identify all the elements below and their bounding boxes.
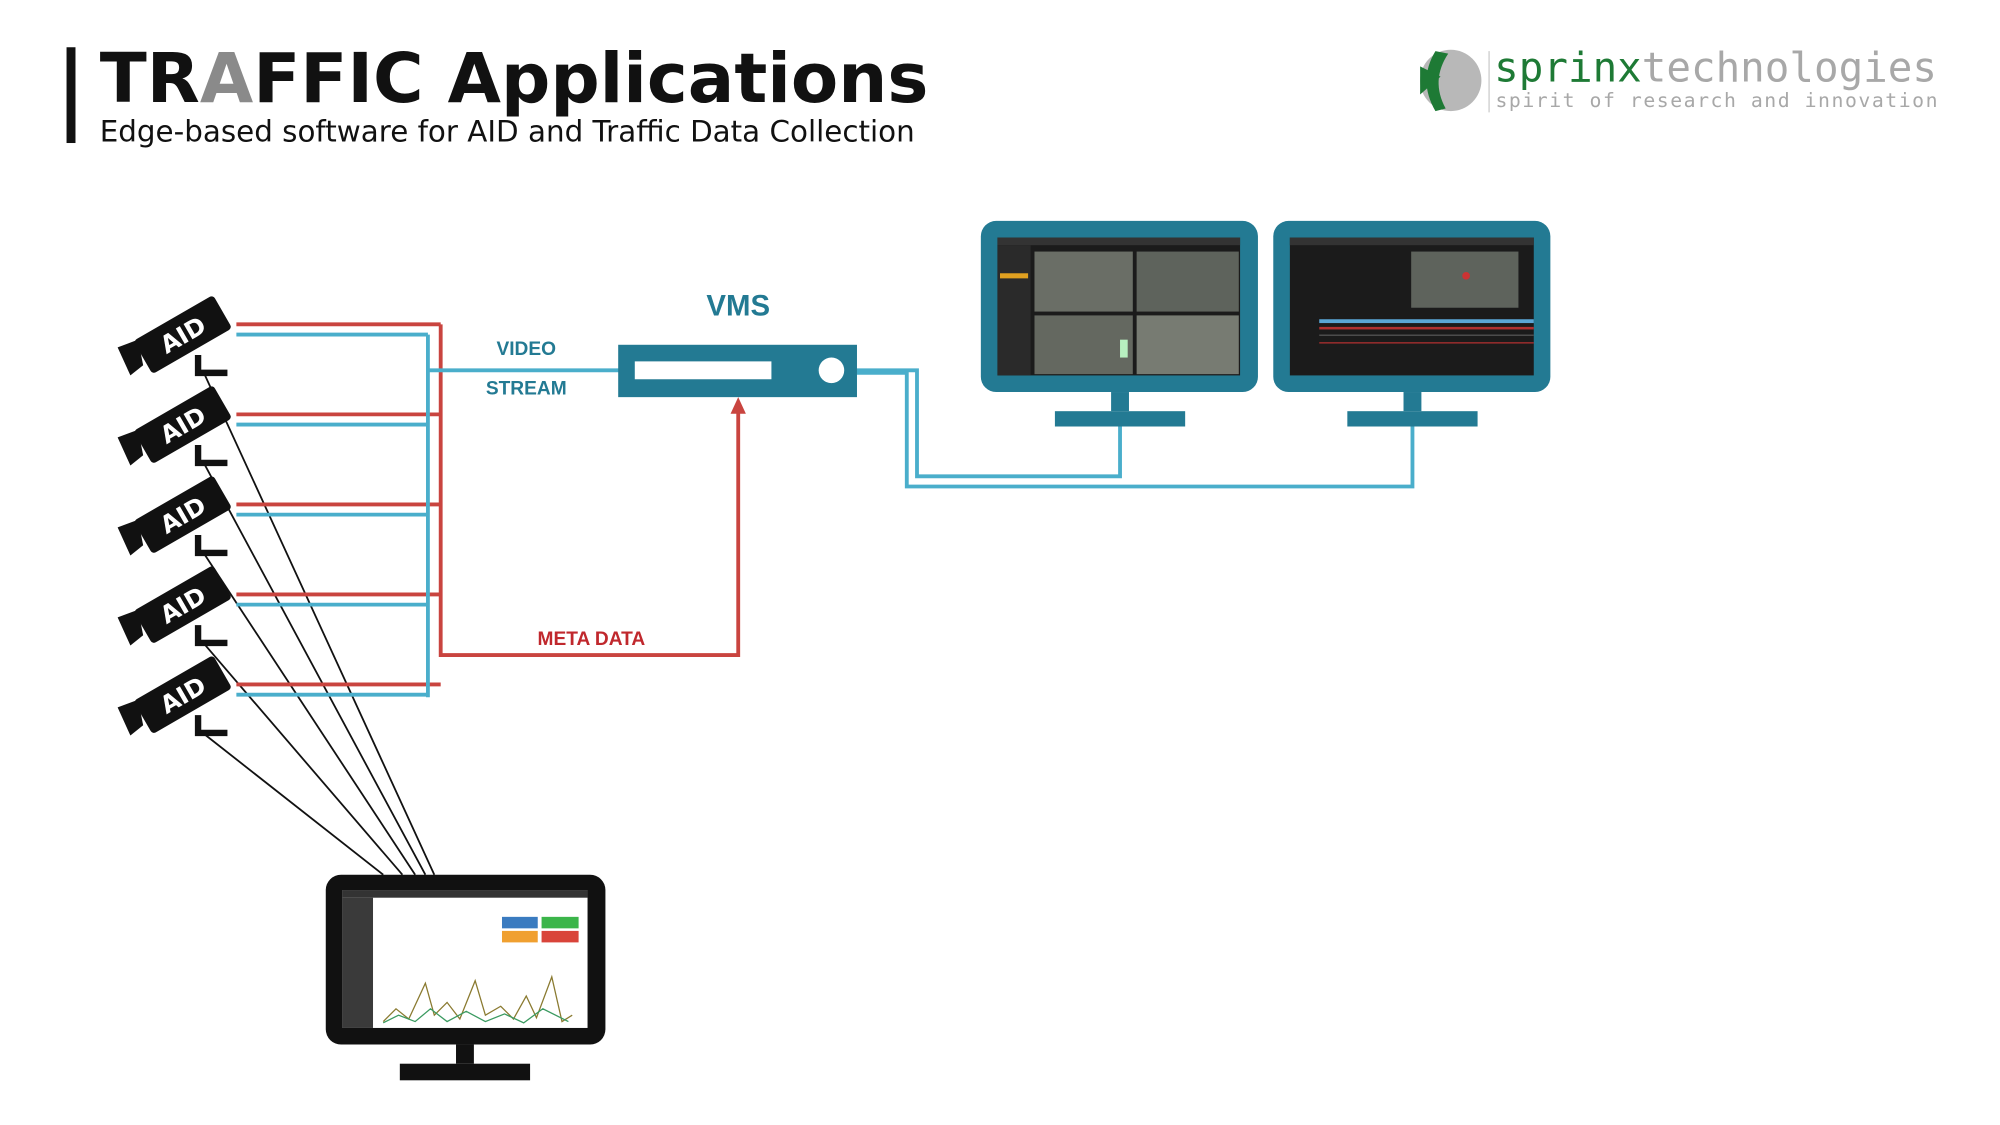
camera-body-icon: [134, 476, 231, 553]
camera-body-icon: [134, 386, 231, 463]
stream-label: STREAM: [486, 379, 567, 400]
svg-text:sprinxtechnologies: sprinxtechnologies: [1494, 44, 1937, 92]
logo-brand-green: sprinx: [1494, 44, 1642, 92]
aid-camera-4: AID: [117, 566, 231, 647]
vms-monitor-2: [1273, 220, 1551, 427]
camera-lens-icon: [117, 429, 144, 466]
camera-lens-icon: [117, 519, 144, 556]
title-bar: [66, 47, 76, 144]
page-subtitle: Edge-based software for AID and Traffic …: [100, 115, 915, 149]
camera-mount-icon: [194, 715, 228, 737]
camera-mount-icon: [194, 625, 228, 647]
logo-tagline: spirit of research and innovation: [1495, 89, 1939, 112]
meta-data-lines: [236, 322, 741, 687]
meta-arrow-icon: [730, 397, 746, 414]
camera-body-icon: [134, 566, 231, 643]
video-label: VIDEO: [496, 339, 556, 360]
meta-data-label: META DATA: [538, 629, 646, 650]
camera-body-icon: [134, 656, 231, 733]
video-stream-lines: [236, 332, 1415, 698]
camera-lens-icon: [117, 699, 144, 736]
camera-mount-icon: [194, 445, 228, 467]
vms-server-icon: [618, 344, 857, 398]
camera-body-icon: [134, 296, 231, 373]
camera-group: AID AID AID AID AID: [117, 296, 231, 737]
page-title: TRAFFIC Applications: [100, 39, 929, 119]
aid-camera-2: AID: [117, 386, 231, 467]
camera-mount-icon: [194, 354, 228, 377]
sprinx-logo: sprinxtechnologies spirit of research an…: [1420, 44, 1939, 113]
aid-camera-1: AID: [117, 296, 231, 377]
camera-mount-icon: [194, 535, 228, 557]
traffic-aid-config-monitor: [325, 874, 606, 1081]
aid-camera-3: AID: [117, 476, 231, 557]
camera-to-config-links: [203, 373, 436, 876]
aid-camera-5: AID: [117, 656, 231, 737]
camera-lens-icon: [117, 609, 144, 646]
camera-lens-icon: [117, 339, 144, 376]
vms-monitor-1: [980, 220, 1258, 427]
logo-brand-gray: technologies: [1642, 44, 1937, 92]
vms-label: VMS: [706, 289, 770, 322]
